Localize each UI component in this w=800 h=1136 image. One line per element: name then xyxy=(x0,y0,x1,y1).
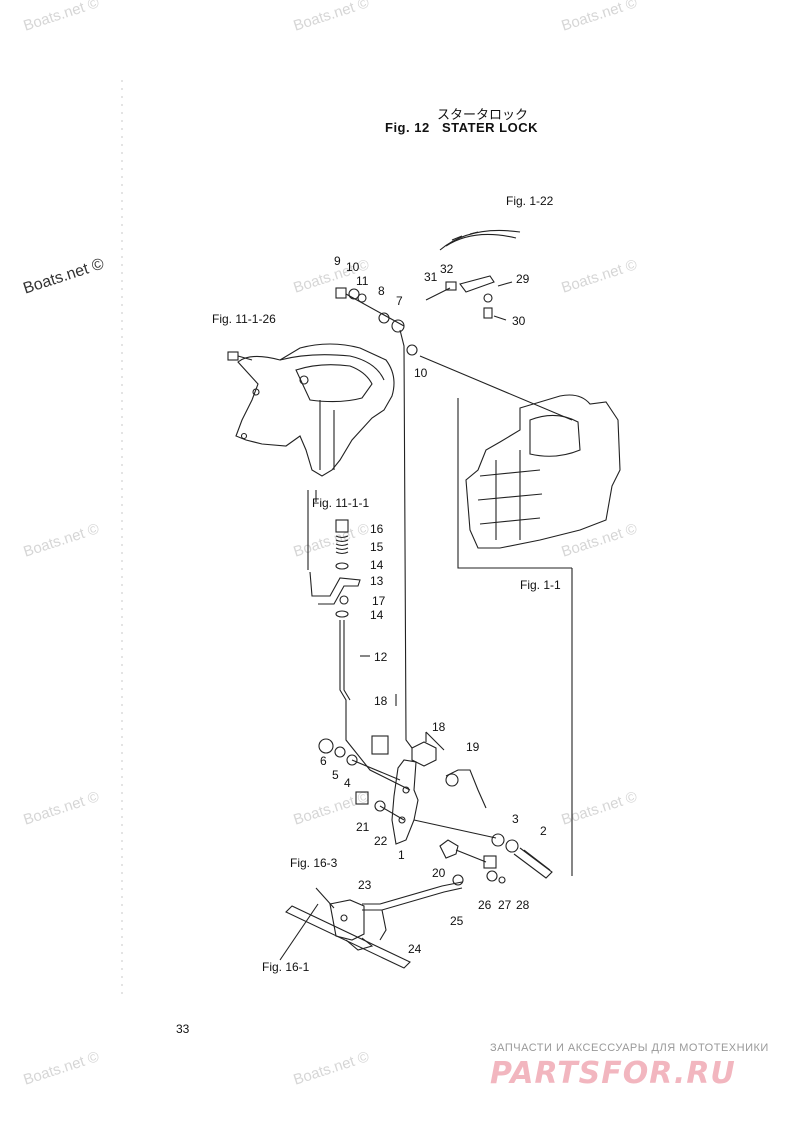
part-label: 29 xyxy=(516,272,530,286)
fig-ref-11-1-26: Fig. 11-1-26 xyxy=(212,312,276,326)
part-label: 22 xyxy=(374,834,388,848)
part-label: 26 xyxy=(478,898,492,912)
part-label: 27 xyxy=(498,898,512,912)
part-label: 13 xyxy=(370,574,384,588)
part-label: 18 xyxy=(432,720,446,734)
part-label: 21 xyxy=(356,820,370,834)
part-label: 30 xyxy=(512,314,526,328)
part-label: 14 xyxy=(370,558,384,572)
part-label: 24 xyxy=(408,942,422,956)
figure-title-japanese: スタータロック xyxy=(437,107,529,122)
figure-title: STATER LOCK xyxy=(442,120,539,135)
part-label: 12 xyxy=(374,650,388,664)
part-label: 6 xyxy=(320,754,327,768)
part-label: 5 xyxy=(332,768,339,782)
part-label: 28 xyxy=(516,898,530,912)
brand-tagline: ЗАПЧАСТИ И АКСЕССУАРЫ ДЛЯ МОТОТЕХНИКИ xyxy=(490,1042,769,1054)
brand-logo: PARTSFOR.RU xyxy=(490,1056,736,1091)
part-label: 3 xyxy=(512,812,519,826)
part-label: 1 xyxy=(398,848,405,862)
figure-number: Fig. 12 xyxy=(385,120,430,135)
fig-ref-16-3: Fig. 16-3 xyxy=(290,856,338,870)
part-label: 4 xyxy=(344,776,351,790)
part-label: 15 xyxy=(370,540,384,554)
part-label: 16 xyxy=(370,522,384,536)
part-label: 14 xyxy=(370,608,384,622)
part-label: 11 xyxy=(356,274,369,288)
part-label: 9 xyxy=(334,254,341,268)
fig-ref-1-1: Fig. 1-1 xyxy=(520,578,561,592)
part-label: 25 xyxy=(450,914,464,928)
fig-ref-1-22: Fig. 1-22 xyxy=(506,194,554,208)
part-label: 19 xyxy=(466,740,480,754)
part-label: 10 xyxy=(414,366,428,380)
part-label: 17 xyxy=(372,594,386,608)
page-number: 33 xyxy=(176,1022,190,1036)
part-label: 7 xyxy=(396,294,403,308)
part-label: 20 xyxy=(432,866,446,880)
part-label: 2 xyxy=(540,824,547,838)
fig-ref-11-1-1: Fig. 11-1-1 xyxy=(312,496,370,510)
fig-ref-16-1: Fig. 16-1 xyxy=(262,960,310,974)
part-label: 31 xyxy=(424,270,438,284)
part-label: 23 xyxy=(358,878,372,892)
part-label: 10 xyxy=(346,260,360,274)
part-label: 18 xyxy=(374,694,388,708)
part-label: 32 xyxy=(440,262,454,276)
part-label: 8 xyxy=(378,284,385,298)
